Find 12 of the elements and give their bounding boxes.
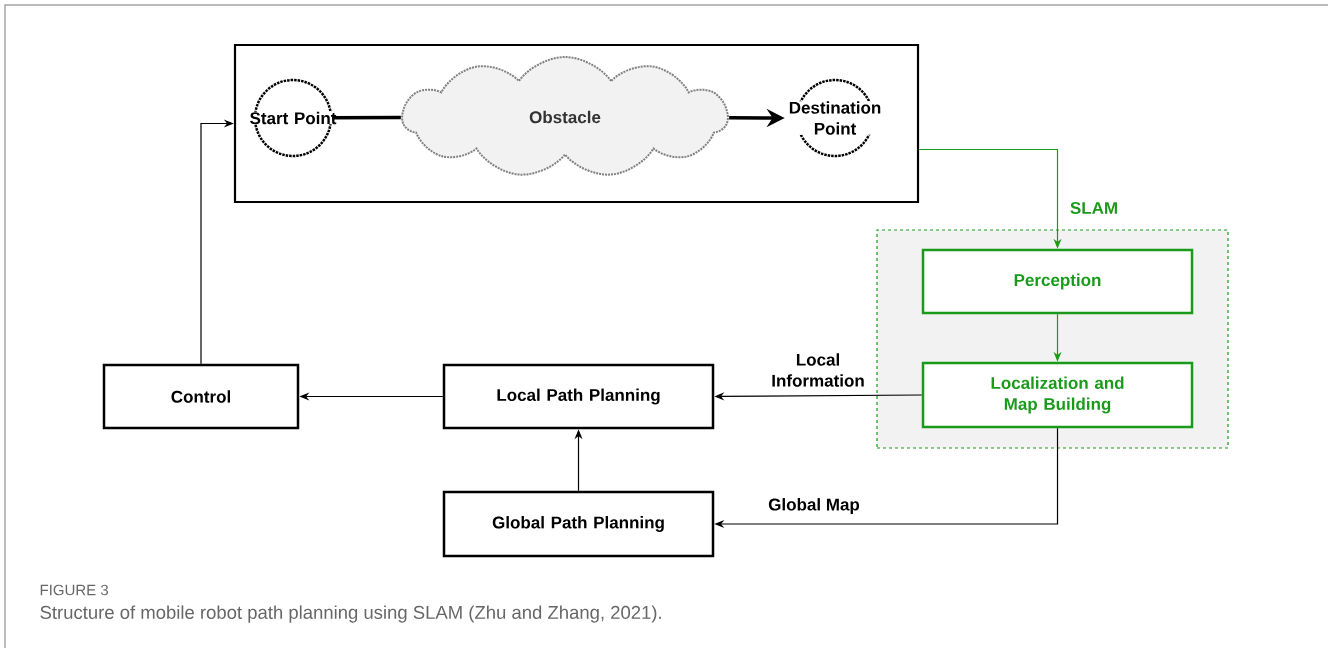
obstacle-cloud: Obstacle — [401, 56, 729, 176]
process-box: Global Path Planning — [442, 490, 715, 558]
process-box: Control — [102, 363, 300, 430]
edge-label: Global Map — [767, 497, 861, 515]
node-label: SLAM — [1070, 201, 1117, 215]
edge-label: Local Information — [762, 352, 874, 388]
process-box: Local Path Planning — [442, 363, 715, 430]
process-box: Perception — [921, 248, 1194, 315]
caption: Structure of mobile robot path planning using SLAM (Zhu and Zhang, 2021). — [40, 605, 661, 623]
environment-box — [233, 43, 920, 204]
figure-number: FIGURE 3 — [40, 584, 109, 596]
process-box: Localization and Map Building — [921, 361, 1194, 429]
